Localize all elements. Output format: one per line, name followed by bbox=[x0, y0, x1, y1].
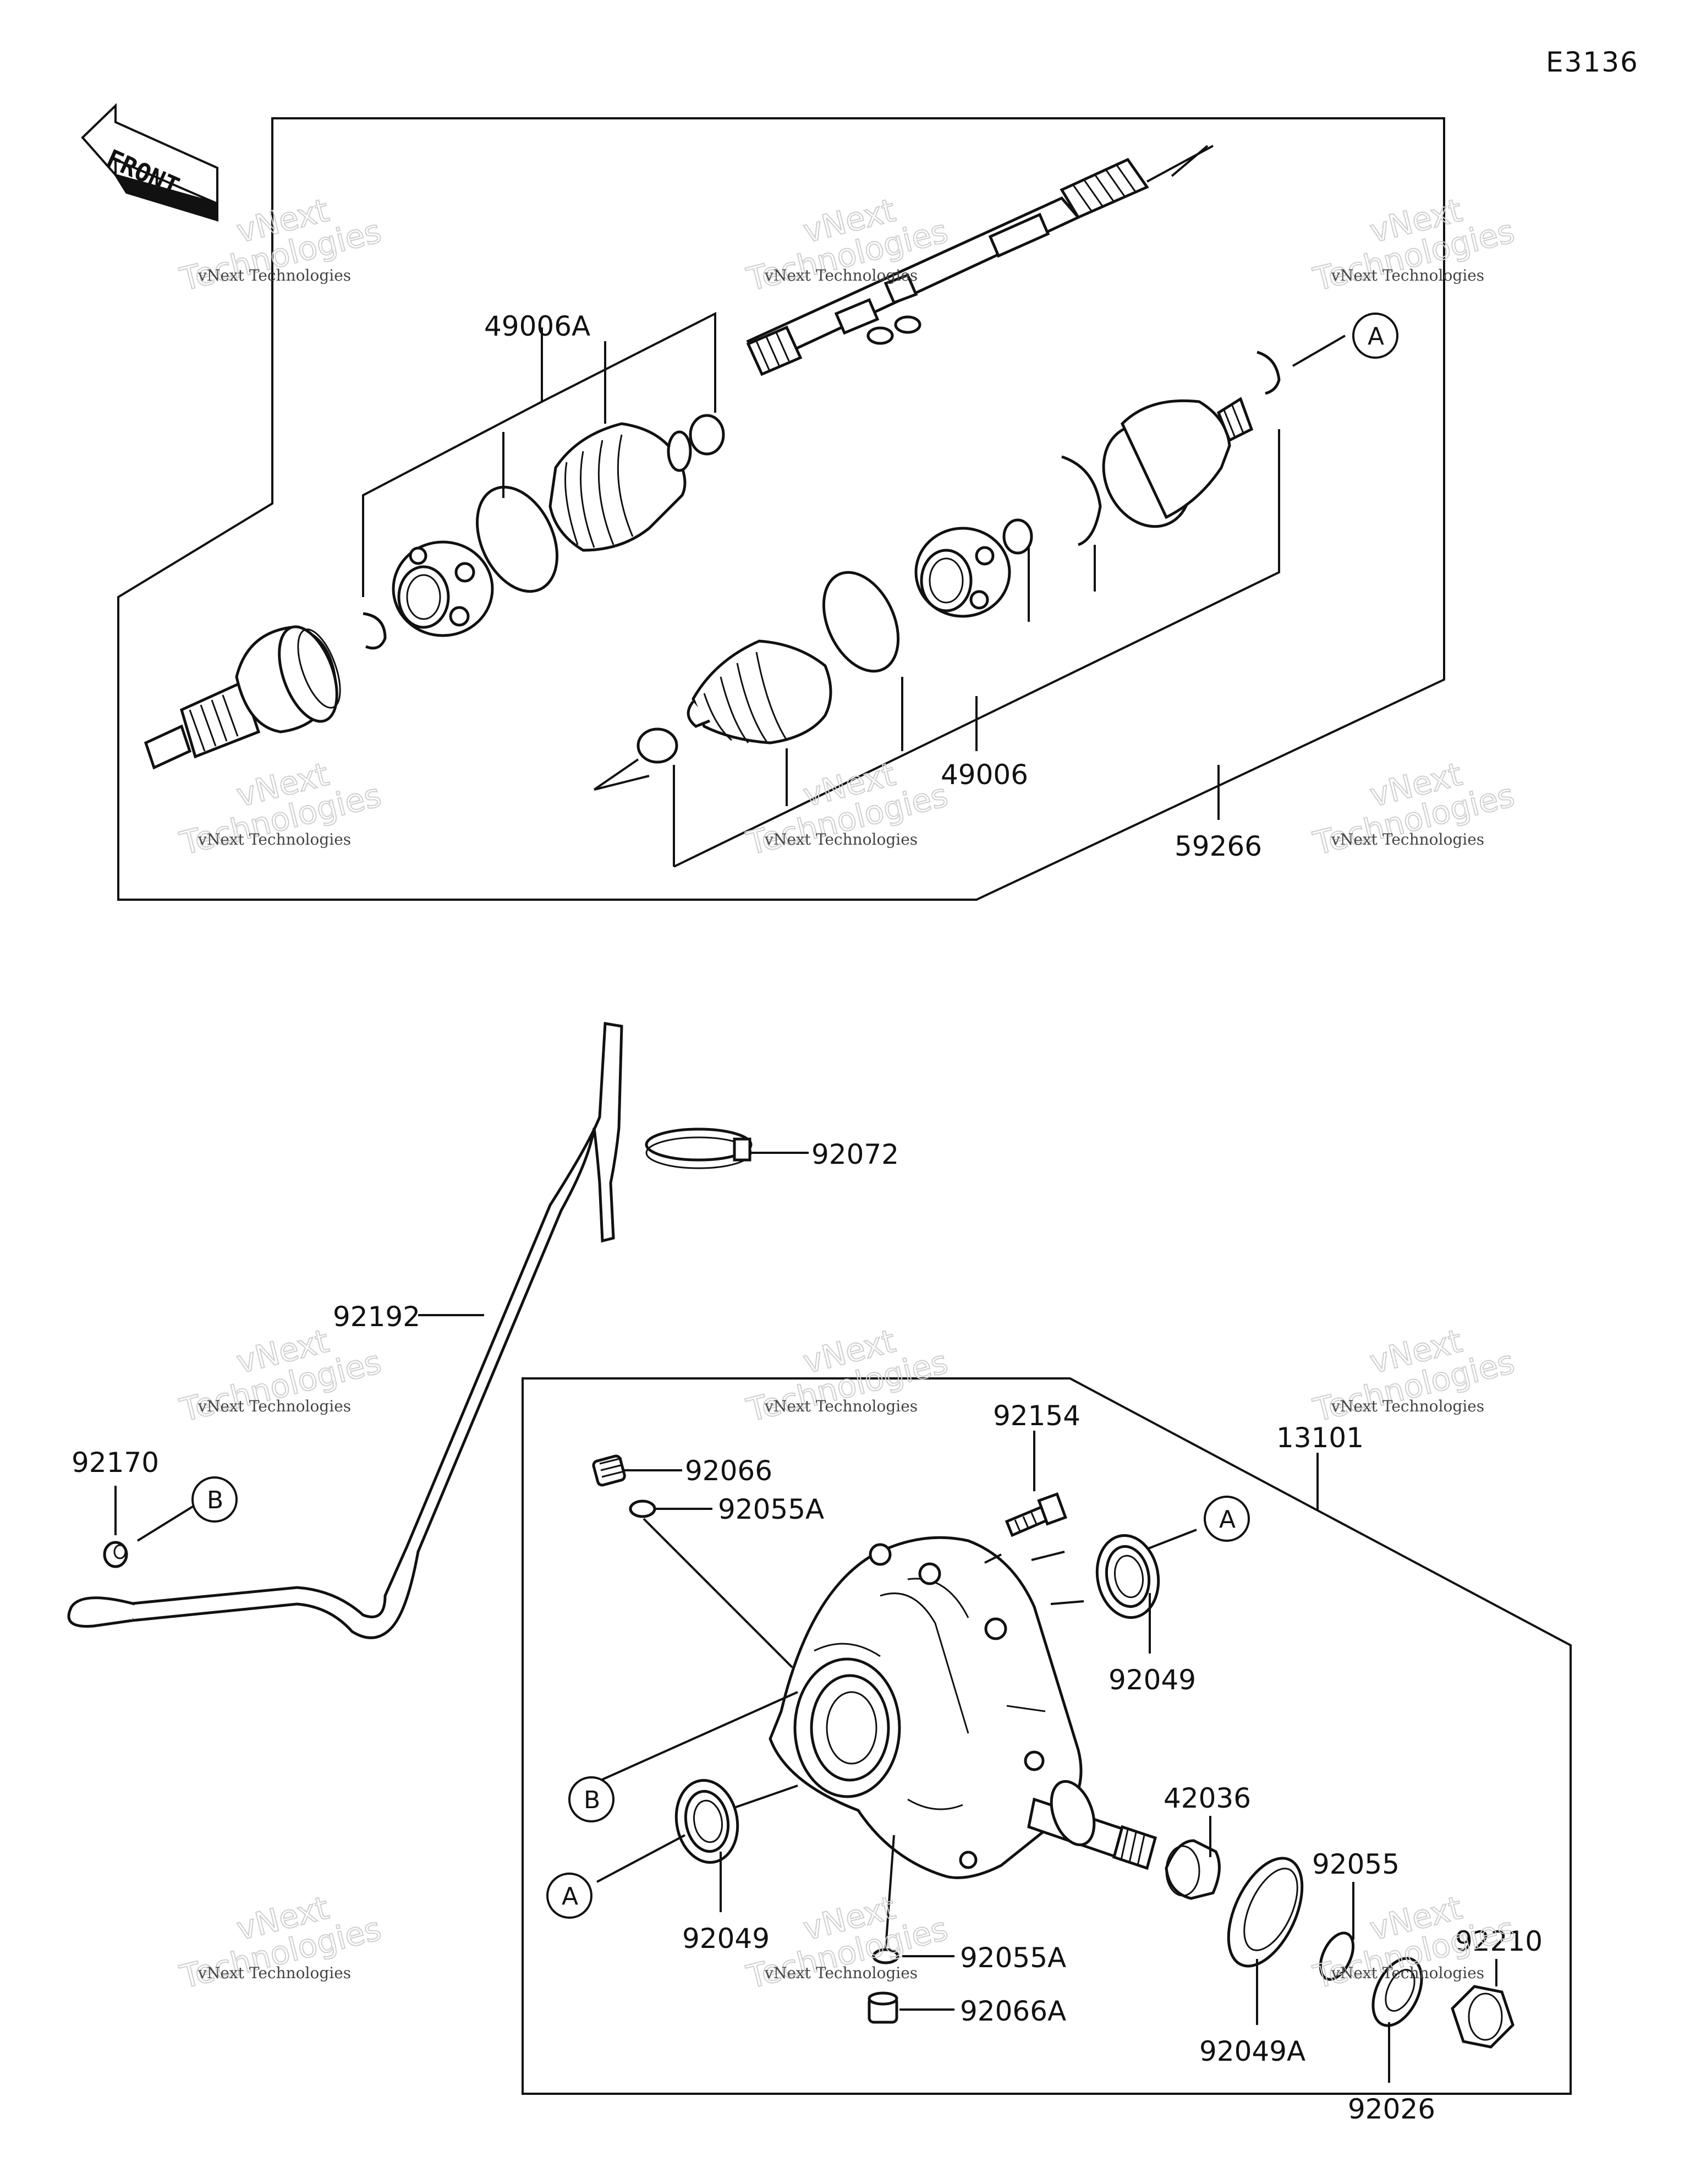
svg-text:vNext Technologies: vNext Technologies bbox=[197, 1964, 351, 1982]
inner-cv-joint bbox=[1102, 397, 1254, 528]
oil-seal-left bbox=[674, 1779, 739, 1864]
oil-seal-outer bbox=[1227, 1857, 1304, 1968]
svg-text:A: A bbox=[562, 1882, 578, 1911]
final-gear-case bbox=[769, 1536, 1157, 1879]
svg-text:vNext Technologies: vNext Technologies bbox=[1331, 1964, 1484, 1982]
ref-circle-a-bottom-left: A bbox=[546, 1873, 592, 1919]
part-label-92055a-top: 92055A bbox=[718, 1493, 824, 1525]
small-band-inner bbox=[637, 727, 678, 764]
watermark-5: vNext Technologies vNext Technologies bbox=[742, 755, 952, 863]
collar bbox=[1165, 1839, 1221, 1900]
svg-text:A: A bbox=[1219, 1506, 1236, 1534]
watermark-6: vNext Technologies vNext Technologies bbox=[1309, 755, 1518, 863]
ball-cage-inner bbox=[914, 527, 1011, 618]
part-label-59266: 59266 bbox=[1175, 830, 1262, 862]
part-label-92026: 92026 bbox=[1348, 2093, 1435, 2125]
stop-ring bbox=[1002, 518, 1033, 555]
drain-plug bbox=[868, 1991, 898, 2024]
leader-b-left bbox=[136, 1504, 196, 1542]
front-arrow-icon: FRONT bbox=[81, 103, 218, 222]
ball-cage bbox=[392, 540, 494, 637]
part-label-92210: 92210 bbox=[1455, 1925, 1543, 1957]
gear-case-panel-frame bbox=[522, 1377, 1572, 2095]
oil-seal-right bbox=[1095, 1534, 1160, 1619]
watermark-2: vNext Technologies vNext Technologies bbox=[742, 191, 952, 299]
svg-text:B: B bbox=[207, 1486, 223, 1514]
hose-clamp bbox=[645, 1127, 753, 1169]
ref-circle-a-top: A bbox=[1352, 313, 1398, 359]
part-label-92170: 92170 bbox=[72, 1447, 159, 1479]
ref-circle-b-left: B bbox=[191, 1476, 238, 1523]
top-leader-lines bbox=[362, 311, 1346, 868]
circlip bbox=[363, 612, 387, 650]
outer-cv-joint bbox=[144, 625, 341, 770]
boot-band bbox=[475, 485, 559, 593]
svg-text:vNext Technologies: vNext Technologies bbox=[764, 830, 918, 849]
bottom-leader-lines bbox=[588, 1431, 1497, 2083]
part-label-92066: 92066 bbox=[685, 1455, 772, 1487]
svg-text:vNext Technologies: vNext Technologies bbox=[764, 266, 918, 284]
drive-shaft bbox=[593, 145, 1214, 791]
boot-band-inner bbox=[822, 571, 900, 673]
watermark-8: vNext Technologies vNext Technologies bbox=[742, 1322, 952, 1430]
part-label-92055a-bottom: 92055A bbox=[960, 1942, 1066, 1974]
svg-text:vNext Technologies: vNext Technologies bbox=[764, 1397, 918, 1415]
part-label-92154: 92154 bbox=[993, 1400, 1080, 1432]
part-label-49006a: 49006A bbox=[484, 310, 590, 342]
o-ring-bottom bbox=[872, 1948, 899, 1964]
snap-ring bbox=[1256, 351, 1281, 395]
part-label-42036: 42036 bbox=[1164, 1782, 1251, 1814]
o-ring bbox=[1319, 1931, 1355, 1981]
svg-text:vNext Technologies: vNext Technologies bbox=[197, 1397, 351, 1415]
breather-hose bbox=[67, 1022, 623, 1639]
svg-text:A: A bbox=[1368, 322, 1384, 351]
breather-nipple bbox=[592, 1454, 626, 1487]
part-label-92049-right: 92049 bbox=[1109, 1664, 1196, 1696]
part-label-92072: 92072 bbox=[811, 1138, 899, 1170]
washer bbox=[1371, 1957, 1423, 2027]
cv-boot bbox=[548, 422, 692, 552]
ref-circle-a-bottom-right: A bbox=[1204, 1496, 1250, 1542]
part-label-92049a: 92049A bbox=[1199, 2035, 1305, 2067]
svg-text:B: B bbox=[584, 1786, 600, 1814]
watermark-10: vNext Technologies vNext Technologies bbox=[175, 1889, 385, 1996]
part-label-49006: 49006 bbox=[941, 759, 1028, 791]
o-ring-top bbox=[629, 1499, 656, 1518]
svg-text:vNext Technologies: vNext Technologies bbox=[197, 830, 351, 849]
diagram-code: E3136 bbox=[1546, 46, 1639, 78]
watermark-3: vNext Technologies vNext Technologies bbox=[1309, 191, 1518, 299]
svg-text:vNext Technologies: vNext Technologies bbox=[1331, 830, 1484, 849]
part-label-92055: 92055 bbox=[1312, 1848, 1400, 1880]
drive-shaft-panel-frame bbox=[117, 117, 1445, 901]
bolt bbox=[1005, 1492, 1067, 1537]
svg-text:vNext Technologies: vNext Technologies bbox=[1331, 266, 1484, 284]
circlip-large bbox=[1061, 455, 1102, 546]
part-label-92049-left: 92049 bbox=[682, 1923, 770, 1955]
nut bbox=[1451, 1985, 1515, 2049]
cv-boot-inner bbox=[687, 639, 832, 745]
svg-text:vNext Technologies: vNext Technologies bbox=[764, 1964, 918, 1982]
ref-circle-b-bottom: B bbox=[568, 1776, 614, 1822]
svg-text:vNext Technologies: vNext Technologies bbox=[197, 266, 351, 284]
part-label-92192: 92192 bbox=[333, 1301, 420, 1333]
part-label-92066a: 92066A bbox=[960, 1995, 1066, 2027]
watermark-4: vNext Technologies vNext Technologies bbox=[175, 755, 385, 863]
hose-clip bbox=[103, 1541, 128, 1568]
part-label-13101: 13101 bbox=[1276, 1422, 1364, 1454]
small-band bbox=[689, 414, 725, 456]
svg-text:vNext Technologies: vNext Technologies bbox=[1331, 1397, 1484, 1415]
